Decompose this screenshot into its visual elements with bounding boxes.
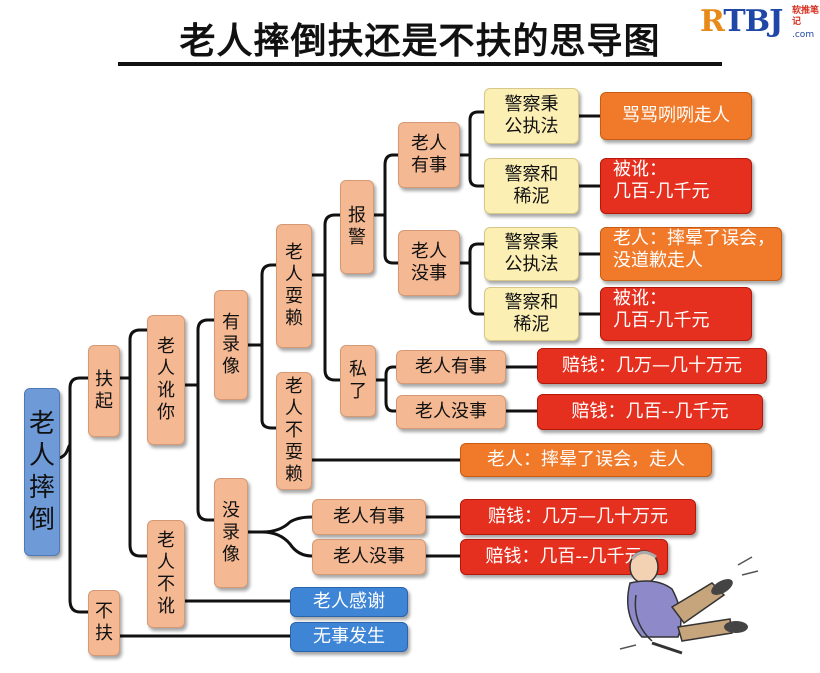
logo-domain: .com (792, 30, 815, 40)
node-si-youshi: 老人有事 (396, 350, 506, 384)
node-laoren-shualai: 老人耍赖 (276, 224, 312, 348)
node-res-bee-2: 被讹：几百-几千元 (600, 287, 752, 341)
node-res-mei-youshi: 赔钱：几万—几十万元 (460, 499, 696, 535)
node-res-wushi: 无事发生 (290, 622, 408, 652)
node-jingcha-xini-1: 警察和稀泥 (484, 158, 579, 214)
node-res-wuhui-daoqian: 老人：摔晕了误会，没道歉走人 (600, 227, 782, 281)
node-si-meishi: 老人没事 (396, 395, 506, 429)
node-mei-luxiang: 没录像 (214, 478, 248, 588)
node-mei-youshi: 老人有事 (312, 499, 426, 535)
node-jingcha-bingong-2: 警察秉公执法 (484, 227, 579, 281)
node-laoren-bu-shualai: 老人不耍赖 (276, 372, 312, 490)
node-bu-fu: 不扶 (88, 590, 120, 656)
node-laoren-e-ni: 老人讹你 (147, 315, 185, 445)
node-mei-meishi: 老人没事 (312, 539, 426, 575)
node-res-ganxie: 老人感谢 (290, 587, 408, 617)
node-res-bushualai: 老人：摔晕了误会，走人 (460, 443, 712, 477)
node-laoren-meishi-1: 老人没事 (398, 230, 460, 296)
node-baojing: 报警 (340, 180, 374, 274)
title-underline (118, 62, 722, 66)
node-laoren-youshi-1: 老人有事 (398, 122, 460, 188)
node-fu-qi: 扶起 (88, 345, 120, 437)
logo-subtitle: 软推笔记 (792, 6, 820, 27)
page-title: 老人摔倒扶还是不扶的思导图 (179, 21, 661, 62)
node-jingcha-xini-2: 警察和稀泥 (484, 287, 579, 341)
fallen-elder-illustration (619, 550, 759, 655)
node-you-luxiang: 有录像 (214, 290, 248, 400)
node-si-le: 私了 (340, 345, 376, 417)
node-res-si-meishi: 赔钱：几百--几千元 (537, 394, 763, 430)
site-logo: RTBJ 软推笔记 .com (700, 4, 820, 48)
node-res-bee-1: 被讹：几百-几千元 (600, 158, 752, 214)
node-laoren-bu-e: 老人不讹 (147, 520, 185, 628)
node-res-maima: 骂骂咧咧走人 (600, 92, 752, 140)
node-root: 老人摔倒 (24, 388, 60, 556)
node-res-si-youshi: 赔钱：几万—几十万元 (537, 348, 767, 384)
node-jingcha-bingong-1: 警察秉公执法 (484, 88, 579, 144)
logo-mark: RTBJ (700, 4, 783, 39)
